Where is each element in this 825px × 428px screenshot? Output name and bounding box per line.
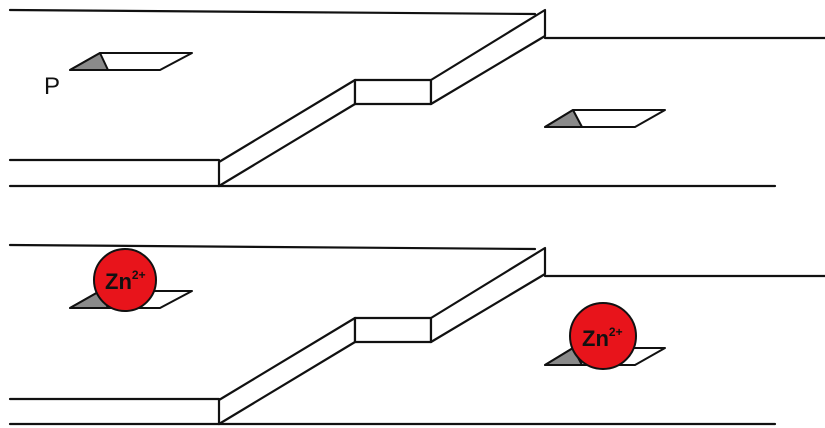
pit-wall [69, 52, 109, 71]
top-upper-ramp-face [429, 8, 547, 106]
bottom-right-binding-site: Zn2+ [544, 302, 666, 370]
zn-ion-ball [93, 248, 157, 312]
zn-ion-right: Zn2+ [569, 302, 637, 370]
ion-label: Zn2+ [582, 325, 623, 351]
ion-charge: 2+ [132, 268, 146, 282]
top-left-binding-site [69, 52, 193, 71]
bottom-ramp-front-face [217, 316, 357, 426]
top-ramp-front-face [217, 78, 357, 188]
ion-charge: 2+ [609, 325, 623, 339]
bottom-upper-ramp-face [429, 246, 547, 344]
site-label-p: P [44, 73, 60, 100]
bottom-step-terrace [8, 243, 825, 426]
ion-symbol: Zn [105, 269, 132, 294]
top-far-edge-left [8, 8, 537, 16]
top-panel: P [8, 8, 825, 188]
bottom-ledge-front-face [353, 316, 433, 344]
bottom-panel: Zn2+ Zn2+ [8, 243, 825, 426]
zn-ion-left: Zn2+ [93, 248, 157, 312]
pit-wall [544, 109, 583, 128]
top-ledge-front-face [353, 78, 433, 106]
bottom-left-binding-site: Zn2+ [69, 248, 193, 312]
bottom-far-edge-left [8, 243, 537, 251]
top-right-binding-site [544, 109, 666, 128]
zn-ion-ball [569, 302, 637, 370]
ion-label: Zn2+ [105, 268, 146, 294]
ion-symbol: Zn [582, 326, 609, 351]
top-step-terrace [8, 8, 825, 188]
